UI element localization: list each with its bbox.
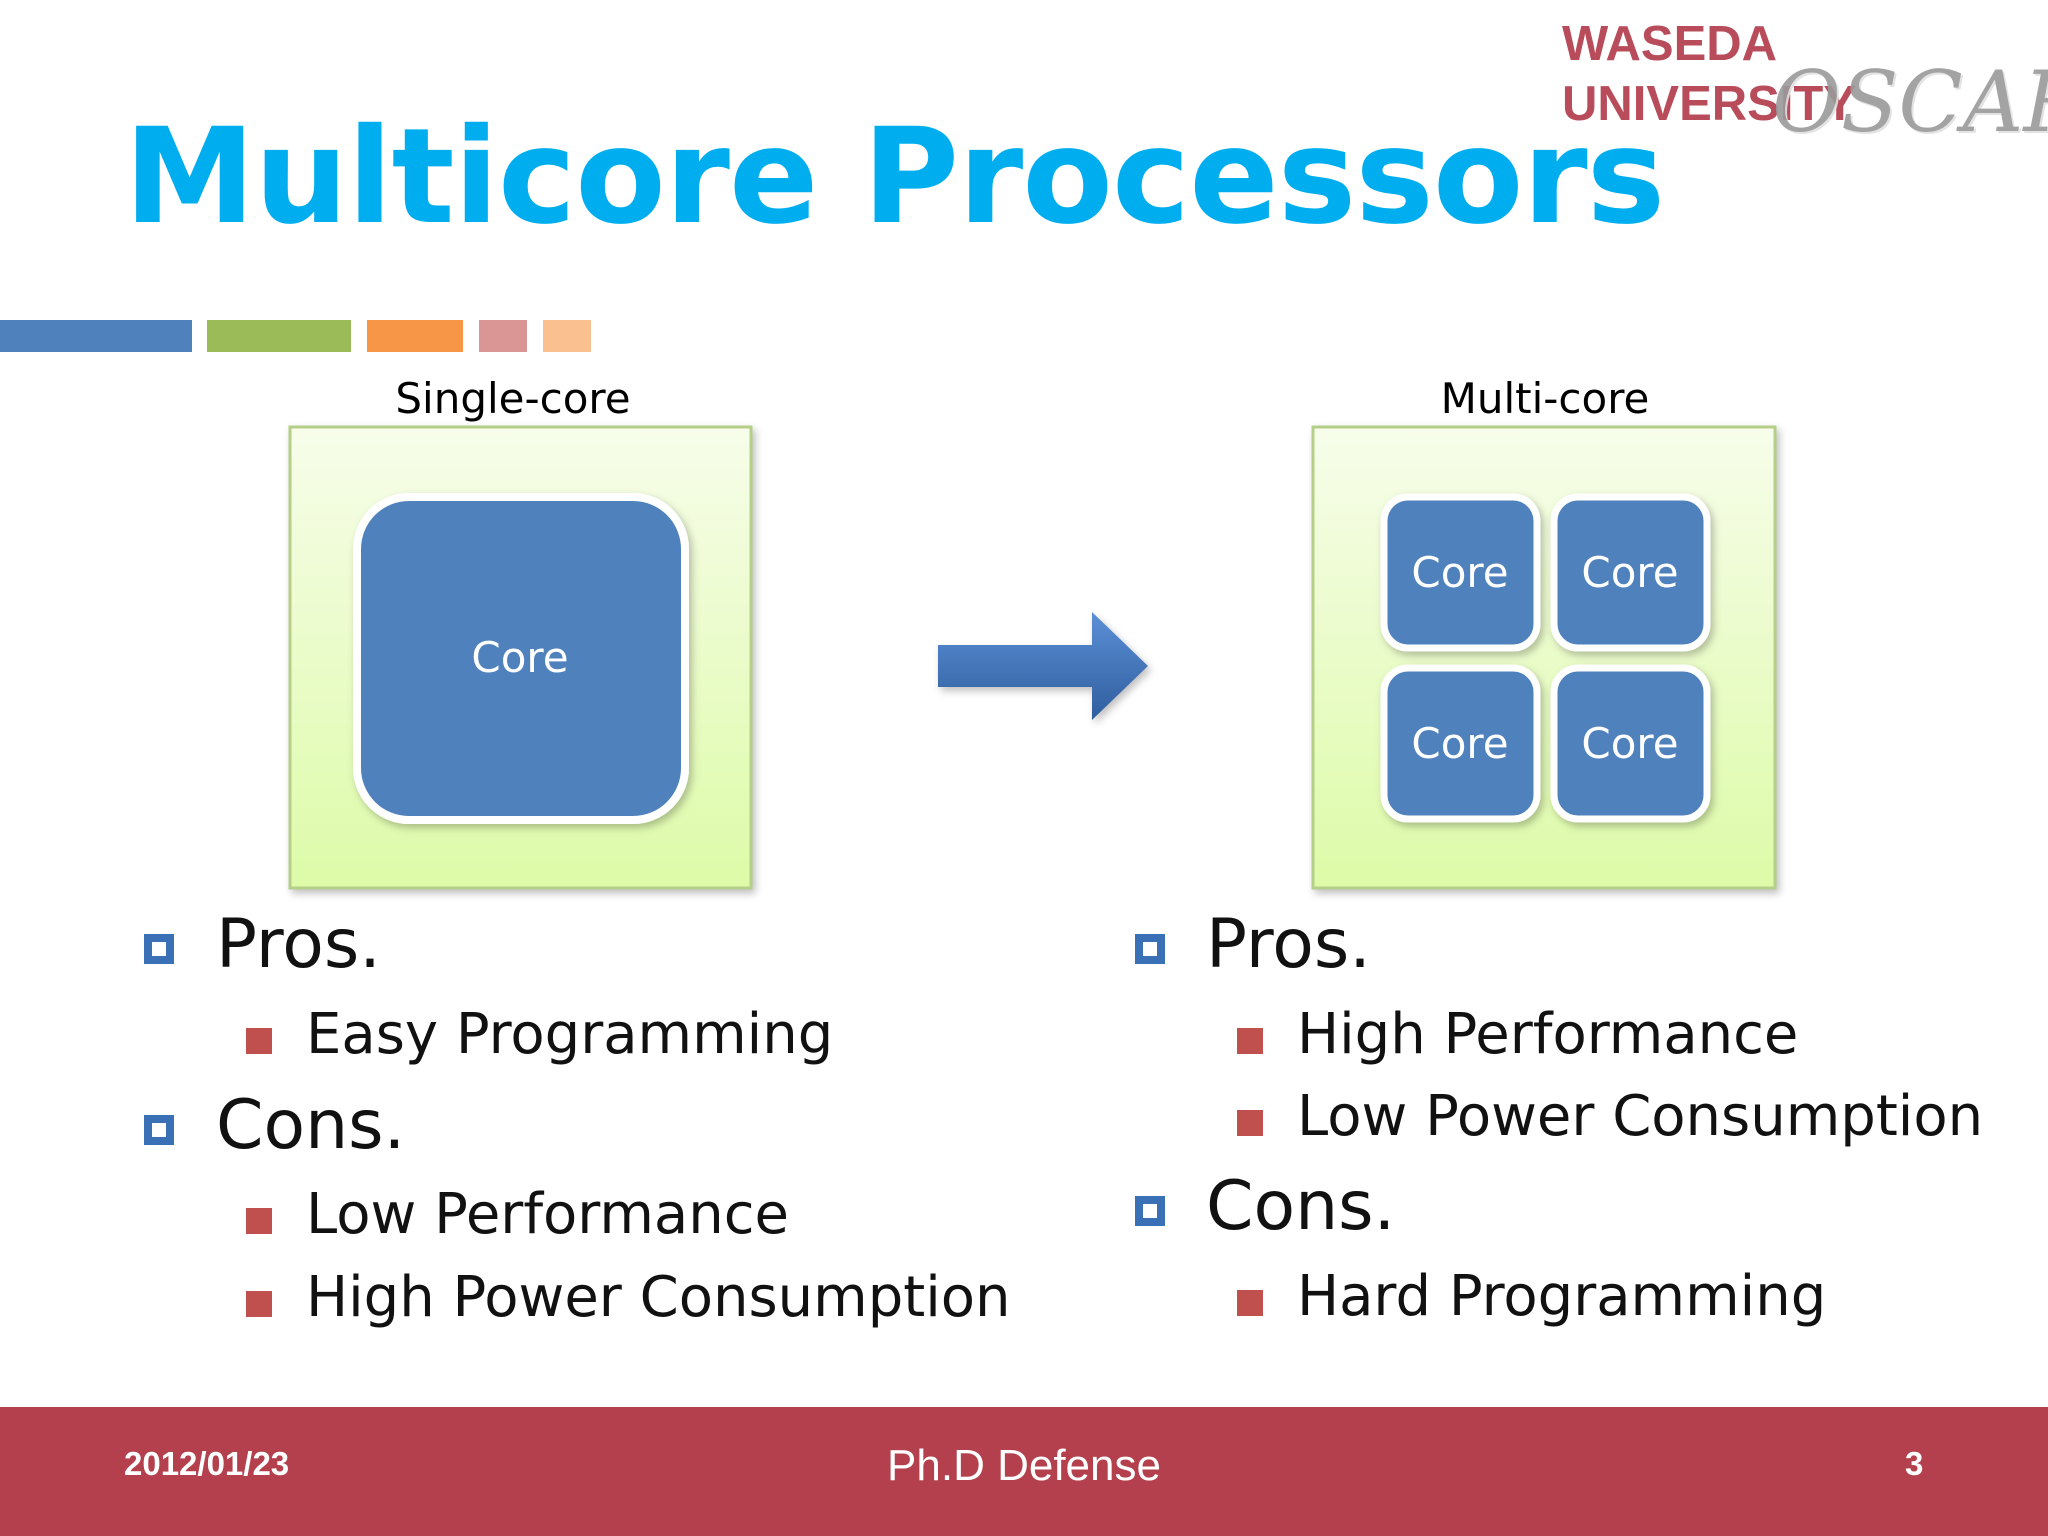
bullet-square-icon bbox=[246, 1208, 272, 1234]
single-core-block bbox=[353, 493, 689, 824]
right-pros-item: Low Power Consumption bbox=[1297, 1084, 1984, 1149]
bullet-square-icon bbox=[1237, 1290, 1263, 1316]
bullet-square-icon bbox=[1135, 934, 1165, 964]
logo-line-waseda: WASEDA bbox=[1562, 17, 1778, 71]
stripe-orange bbox=[367, 320, 463, 352]
right-cons-heading: Cons. bbox=[1206, 1167, 1396, 1246]
bullet-square-icon bbox=[1237, 1028, 1263, 1054]
multi-core-block-1 bbox=[1380, 493, 1541, 652]
oscar-logo-mark: OSCAR bbox=[1772, 53, 2048, 151]
footer-date: 2012/01/23 bbox=[124, 1445, 290, 1482]
single-core-label: Single-core bbox=[395, 374, 630, 423]
bullet-square-icon bbox=[246, 1028, 272, 1054]
multi-core-block-2 bbox=[1550, 493, 1711, 652]
stripe-green bbox=[207, 320, 351, 352]
left-pros-heading: Pros. bbox=[216, 905, 381, 984]
left-cons-item: Low Performance bbox=[306, 1182, 789, 1247]
left-pros-item: Easy Programming bbox=[306, 1002, 834, 1067]
footer-title: Ph.D Defense bbox=[887, 1441, 1161, 1490]
bullet-square-icon bbox=[1135, 1196, 1165, 1226]
bullet-square-icon bbox=[144, 1115, 174, 1145]
university-logo: WASEDA UNIVERSITY OSCAR bbox=[1562, 17, 2048, 158]
page-number: 3 bbox=[1905, 1445, 1924, 1482]
single-core-text: Core bbox=[471, 633, 568, 682]
right-pros-heading: Pros. bbox=[1206, 905, 1371, 984]
logo-line-university: UNIVERSITY bbox=[1562, 77, 1857, 131]
decorative-stripes bbox=[0, 320, 600, 352]
multi-core-label: Multi-core bbox=[1441, 374, 1650, 423]
bullet-square-icon bbox=[246, 1291, 272, 1317]
right-pros-item: High Performance bbox=[1297, 1002, 1799, 1067]
multi-core-text-1: Core bbox=[1411, 548, 1508, 597]
stripe-peach bbox=[543, 320, 591, 352]
slide-footer: 2012/01/23 Ph.D Defense 3 bbox=[0, 1407, 2048, 1536]
right-cons-item: Hard Programming bbox=[1297, 1264, 1827, 1329]
bullet-square-icon bbox=[144, 934, 174, 964]
bullet-square-icon bbox=[1237, 1110, 1263, 1136]
slide-title: Multicore Processors bbox=[124, 100, 1665, 254]
multi-core-chip bbox=[1311, 425, 1777, 890]
multi-core-text-3: Core bbox=[1411, 719, 1508, 768]
stripe-pink bbox=[479, 320, 527, 352]
multi-core-text-2: Core bbox=[1581, 548, 1678, 597]
left-cons-item: High Power Consumption bbox=[306, 1265, 1011, 1330]
multi-core-block-4 bbox=[1550, 664, 1711, 823]
multi-core-text-4: Core bbox=[1581, 719, 1678, 768]
right-arrow bbox=[938, 612, 1148, 720]
left-cons-heading: Cons. bbox=[216, 1086, 406, 1165]
stripe-blue bbox=[0, 320, 192, 352]
multi-core-block-3 bbox=[1380, 664, 1541, 823]
